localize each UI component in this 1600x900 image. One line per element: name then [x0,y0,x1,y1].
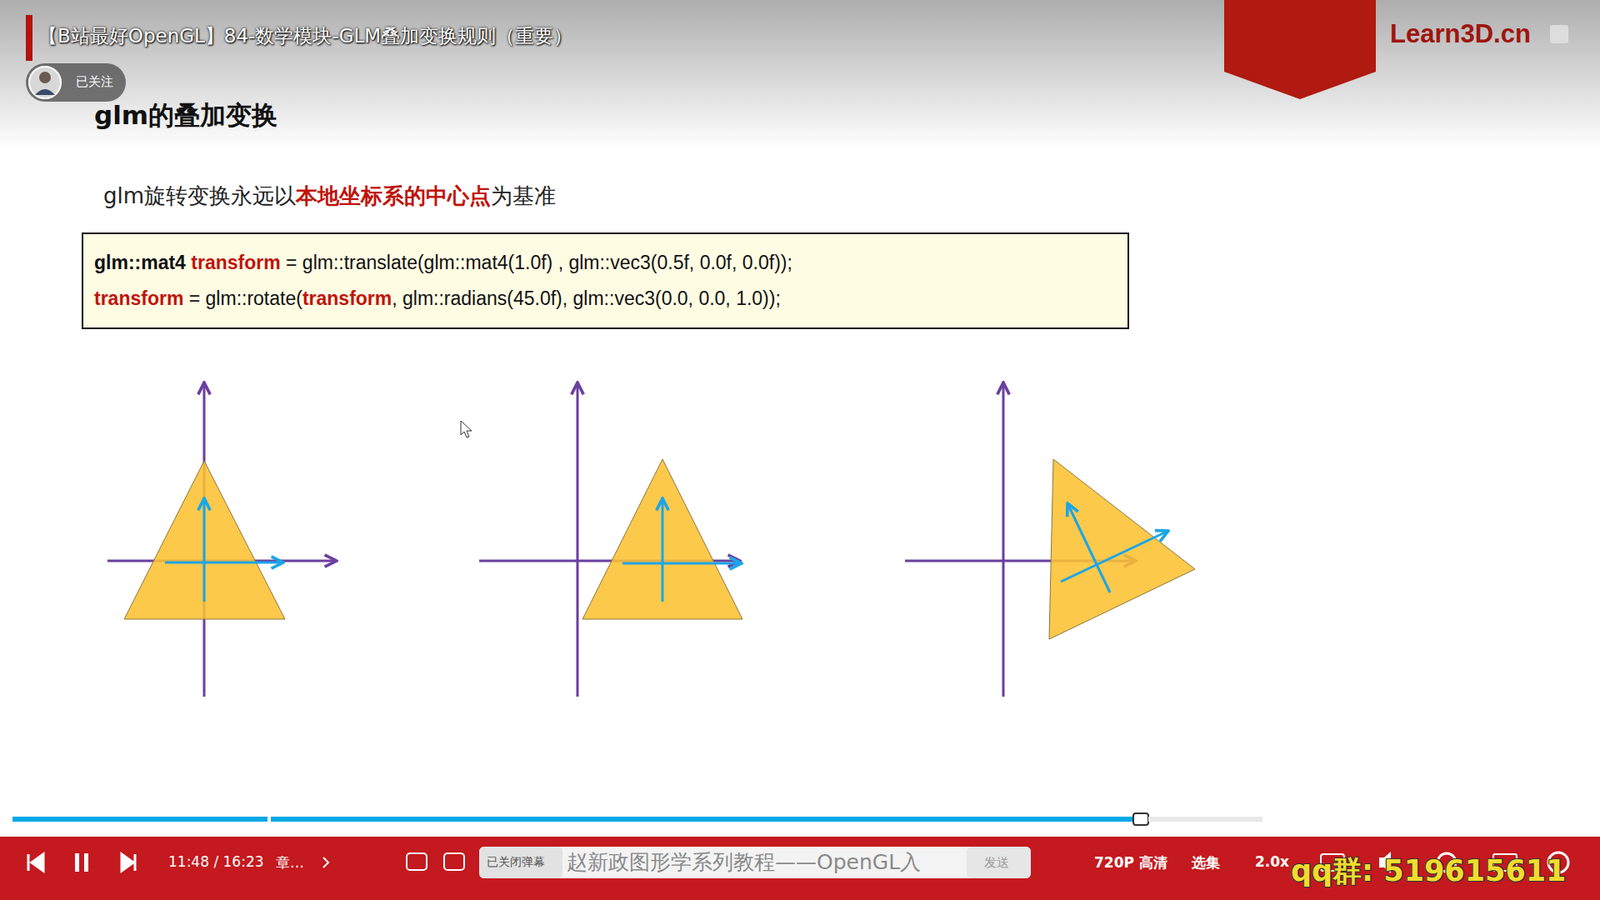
local-x-axis [165,561,284,565]
avatar [29,66,61,99]
episode-button: 选集 [1191,853,1220,873]
speed-button: 2.0x [1255,853,1290,870]
code-token: transform [185,251,281,274]
triangle [1049,459,1195,640]
pause-icon [75,853,80,872]
local-x-axis [622,562,742,565]
local-x-axis [1060,530,1169,582]
danmaku-status: 已关闭弹幕 [486,855,545,870]
progress-rest [1148,816,1263,822]
control-bar [0,836,1600,900]
help-icon [1550,25,1569,44]
follow-status: 已关注 [75,74,114,90]
progress-buffer [270,816,1133,822]
avatar-head [39,71,51,84]
danmaku-input [479,846,1031,879]
title-accent [25,15,33,61]
subtitle-highlight: 本地坐标系的中心点 [295,183,491,209]
prev-icon [28,854,44,871]
y-axis [203,382,206,697]
local-y-axis [661,498,665,602]
quality-button: 720P 高清 [1094,853,1168,873]
y-axis [1002,382,1005,697]
subtitle-text: 为基准 [490,183,556,209]
triangle [582,459,743,620]
qq-group-watermark: qq群: 519615611 [1290,851,1566,891]
code-token: transform [94,287,184,310]
send-button-text: 发送 [984,855,1010,871]
danmaku-icon [406,853,427,870]
top-shade [0,0,1600,150]
code-line: glm::mat4 transform = glm::translate(glm… [94,245,1118,281]
follow-pill [25,63,126,102]
watermark-logo: Learn3D.cn [1390,19,1531,50]
avatar-body [35,89,55,95]
time-display: 11:48 / 16:23 [168,853,265,870]
pause-icon [84,853,89,872]
code-token: , glm::radians(45.0f), glm::vec3(0.0, 0.… [391,287,781,310]
chapter-button: 章… [275,853,305,873]
code-token: = glm::translate(glm::mat4(1.0f) , glm::… [280,251,793,274]
danmaku-off-tag [479,846,563,879]
slide-heading: glm的叠加变换 [94,98,278,134]
code-line: transform = glm::rotate(transform, glm::… [94,280,1118,317]
subtitle-text: glm旋转变换永远以 [103,183,296,209]
y-axis [576,382,580,697]
chapter-arrow [323,857,329,868]
code-token: transform [302,287,392,310]
next-icon [121,854,135,871]
send-button [966,846,1031,879]
local-y-axis [203,498,206,602]
danmaku-setting-icon [444,853,465,870]
logo-banner [1224,0,1376,100]
progress-thumb [1133,813,1149,825]
video-title: 【B站最好OpenGL】84-数学模块-GLM叠加变换规则（重要） [38,23,573,50]
danmaku-placeholder: 赵新政图形学系列教程——OpenGL入 [566,848,921,876]
progress-played [12,816,268,822]
code-token: glm::mat4 [94,251,186,274]
code-box: glm::mat4 transform = glm::translate(glm… [81,232,1130,330]
code-token: = glm::rotate( [183,287,303,310]
triangle [124,460,285,620]
mouse-cursor [460,420,472,438]
local-y-axis [1067,503,1110,593]
